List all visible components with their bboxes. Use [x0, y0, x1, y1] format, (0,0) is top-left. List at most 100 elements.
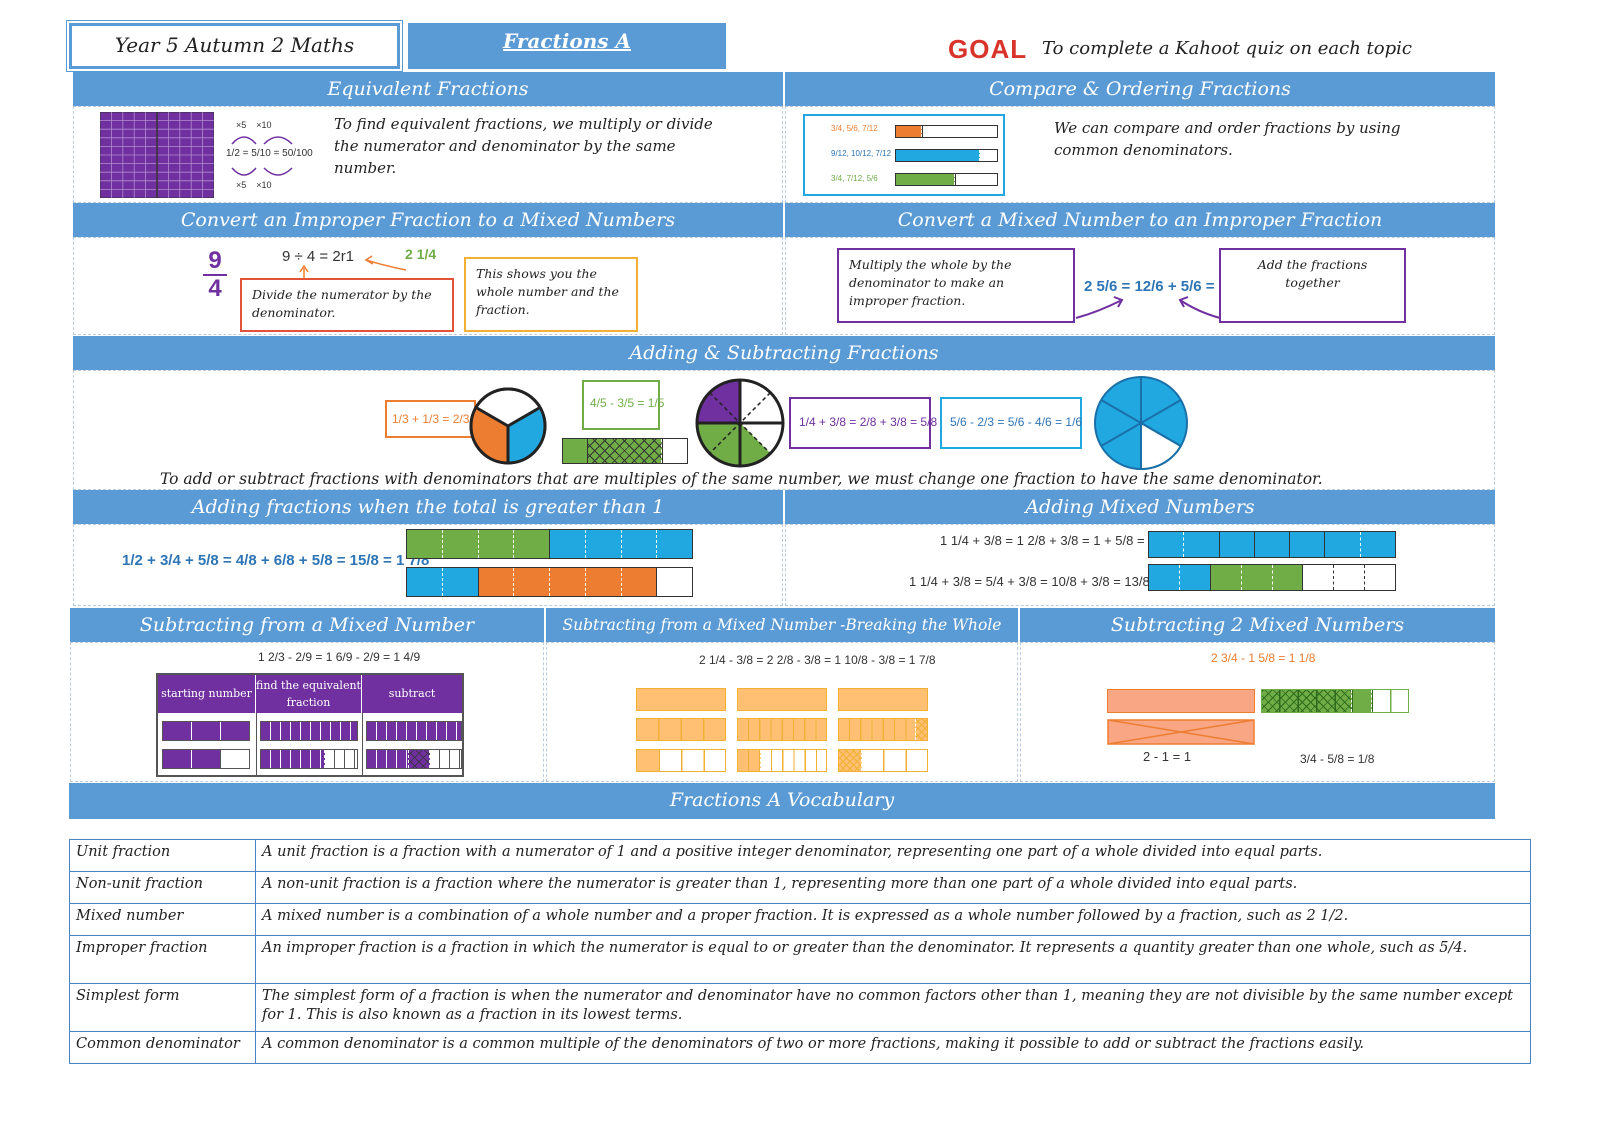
adding-mixed-header: Adding Mixed Numbers	[785, 490, 1495, 524]
topic-title: Fractions A	[503, 29, 631, 53]
adding-gt1-cell	[73, 524, 783, 606]
start-bar-1	[162, 721, 250, 741]
division-arrows-icon	[299, 255, 407, 278]
compare-row-3: 3/4, 7/12, 5/6	[831, 174, 878, 183]
sub-break-bars	[636, 688, 928, 776]
subtract-bar-2	[366, 749, 462, 769]
compare-bar-2	[895, 149, 998, 162]
compare-cell	[785, 106, 1495, 203]
mixed-to-improper-equation: 2 5/6 = 12/6 + 5/6 = 17/6	[1084, 278, 1248, 295]
gt1-bar-bottom	[406, 567, 693, 597]
compare-header: Compare & Ordering Fractions	[785, 72, 1495, 106]
adding-gt1-header: Adding fractions when the total is great…	[73, 490, 783, 524]
vocab-term: Simplest form	[69, 983, 256, 1032]
sub-two-equation: 2 3/4 - 1 5/8 = 1 1/8	[1211, 651, 1316, 665]
gt1-bar-top	[406, 529, 693, 559]
equivalent-header: Equivalent Fractions	[73, 72, 783, 106]
add-sub-eq-3: 1/4 + 3/8 = 2/8 + 3/8 = 5/8	[789, 397, 937, 449]
course-title-box: Year 5 Autumn 2 Maths	[66, 20, 403, 72]
improper-to-mixed-cell	[73, 237, 783, 335]
sub-two-cell	[1020, 642, 1495, 782]
mixed-result: 2 1/4	[405, 246, 437, 262]
equivalent-grid-illustration	[100, 112, 214, 198]
sub-break-cell	[546, 642, 1018, 782]
vocab-definition: A unit fraction is a fraction with a num…	[255, 839, 1531, 872]
mixed-to-improper-header: Convert a Mixed Number to an Improper Fr…	[785, 203, 1495, 237]
compare-text: We can compare and order fractions by us…	[1054, 119, 1401, 159]
whole-number-note-box: This shows you the whole number and the …	[464, 257, 638, 332]
vocab-definition: The simplest form of a fraction is when …	[255, 983, 1531, 1032]
equivalent-chain: 1/2 = 5/10 = 50/100	[226, 148, 313, 159]
sub-two-whole: 2 - 1 = 1	[1143, 749, 1192, 764]
division-equation: 9 ÷ 4 = 2r1	[282, 248, 355, 265]
sub-two-header: Subtracting 2 Mixed Numbers	[1020, 608, 1495, 642]
equiv-bar-1	[260, 721, 358, 741]
adding-gt1-equation: 1/2 + 3/4 + 5/8 = 4/8 + 6/8 + 5/8 = 15/8…	[122, 552, 430, 569]
goal-text: To complete a Kahoot quiz on each topic	[1042, 38, 1412, 59]
vocab-term: Mixed number	[69, 903, 256, 936]
sub-mixed-col-3: subtract	[362, 675, 462, 713]
divide-note-box: Divide the numerator by the denominator.	[240, 278, 454, 332]
two-fraction-bar	[1261, 689, 1409, 713]
mixed-to-improper-cell	[785, 237, 1495, 335]
improper-fraction: 9 4	[203, 248, 227, 302]
sub-break-header: Subtracting from a Mixed Number -Breakin…	[546, 608, 1018, 642]
vocab-definition: A mixed number is a combination of a who…	[255, 903, 1531, 936]
add-sub-eq-1: 1/3 + 1/3 = 2/3	[385, 400, 477, 438]
equiv-bar-2	[260, 749, 358, 769]
sub-mixed-header: Subtracting from a Mixed Number	[70, 608, 544, 642]
compare-bar-1	[895, 125, 998, 138]
mixed-bar-top	[1148, 531, 1396, 558]
add-sub-header: Adding & Subtracting Fractions	[73, 336, 1495, 370]
multiply-note-box: Multiply the whole by the denominator to…	[837, 248, 1075, 323]
compare-row-2: 9/12, 10/12, 7/12	[831, 149, 892, 158]
compare-bar-3	[895, 173, 998, 186]
equivalent-arrows-icon	[231, 136, 293, 176]
sixths-circle	[1094, 376, 1188, 471]
adding-mixed-cell	[785, 524, 1495, 606]
adding-mixed-eq-2: 1 1/4 + 3/8 = 5/4 + 3/8 = 10/8 + 3/8 = 1…	[909, 574, 1194, 589]
vocab-term: Non-unit fraction	[69, 871, 256, 904]
start-bar-2	[162, 749, 250, 769]
mixed-bar-bottom	[1148, 564, 1396, 591]
two-whole-bar-1	[1107, 689, 1255, 713]
sub-mixed-col-1: starting number	[158, 675, 256, 713]
improper-numerator: 9	[208, 247, 222, 274]
vocab-definition: A non-unit fraction is a fraction where …	[255, 871, 1531, 904]
improper-to-mixed-header: Convert an Improper Fraction to a Mixed …	[73, 203, 783, 237]
compare-illustration: 3/4, 5/6, 7/12 9/12, 10/12, 7/12 3/4, 7/…	[803, 114, 1005, 196]
vocab-header: Fractions A Vocabulary	[69, 783, 1495, 819]
eighths-circle	[695, 378, 785, 468]
vocab-term: Unit fraction	[69, 839, 256, 872]
fifths-bar	[562, 438, 688, 464]
add-fractions-note-box: Add the fractions together	[1219, 248, 1406, 323]
thirds-circle	[469, 387, 547, 465]
vocab-term: Common denominator	[69, 1031, 256, 1064]
mixed-arrows-icon	[1075, 296, 1221, 319]
add-sub-caption: To add or subtract fractions with denomi…	[160, 470, 1323, 488]
sub-mixed-cell	[70, 642, 544, 782]
vocab-definition: An improper fraction is a fraction in wh…	[255, 935, 1531, 984]
sub-break-equation: 2 1/4 - 3/8 = 2 2/8 - 3/8 = 1 10/8 - 3/8…	[699, 653, 936, 667]
topic-title-box: Fractions A	[408, 23, 726, 69]
equivalent-op-top: ×5 ×10	[236, 120, 272, 130]
sub-mixed-equation: 1 2/3 - 2/9 = 1 6/9 - 2/9 = 1 4/9	[258, 650, 421, 664]
improper-denominator: 4	[203, 274, 227, 302]
subtract-bar-1	[366, 721, 462, 741]
vocab-term: Improper fraction	[69, 935, 256, 984]
sub-mixed-col-2: find the equivalent fraction	[256, 675, 362, 713]
add-sub-eq-4: 5/6 - 2/3 = 5/6 - 4/6 = 1/6	[940, 397, 1082, 449]
course-title: Year 5 Autumn 2 Maths	[114, 33, 355, 57]
add-sub-cell	[73, 370, 1495, 490]
sub-mixed-table: starting number find the equivalent frac…	[156, 673, 464, 777]
add-sub-eq-2: 4/5 - 3/5 = 1/5	[582, 380, 664, 430]
compare-row-1: 3/4, 5/6, 7/12	[831, 124, 878, 133]
goal-label: GOAL	[948, 34, 1028, 64]
adding-mixed-eq-1: 1 1/4 + 3/8 = 1 2/8 + 3/8 = 1 + 5/8 = 1 …	[940, 533, 1178, 548]
